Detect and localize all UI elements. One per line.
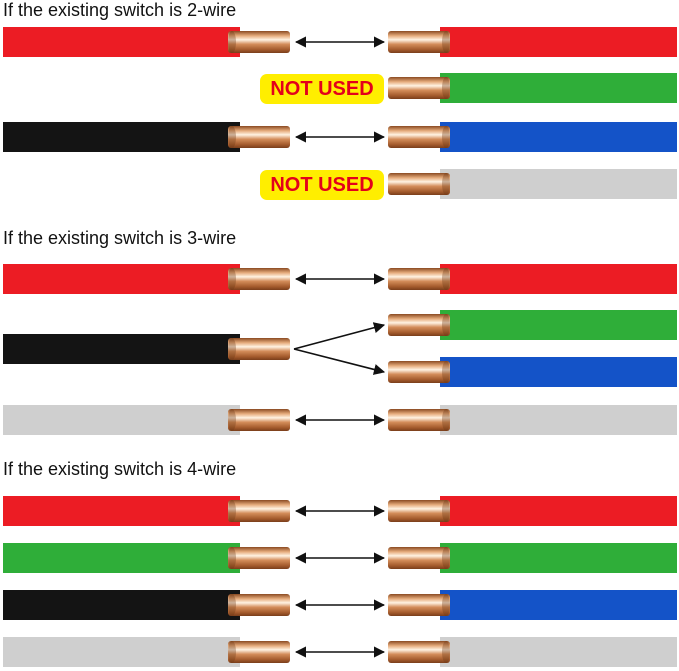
right-wire-4w-white-copper-edge xyxy=(442,641,450,663)
right-wire-3w-white-insulation xyxy=(440,405,677,435)
right-wire-3w-white-copper xyxy=(388,409,450,431)
left-wire-2w-black-copper-edge xyxy=(228,126,236,148)
right-wire-3w-red-copper xyxy=(388,268,450,290)
right-wire-4w-green-copper-edge xyxy=(442,547,450,569)
left-wire-4w-red-copper-edge xyxy=(228,500,236,522)
left-wire-4w-black-insulation xyxy=(3,590,240,620)
left-wire-2w-black-insulation xyxy=(3,122,240,152)
arrow-3w-black-blue xyxy=(293,348,386,375)
right-wire-3w-white-copper-edge xyxy=(442,409,450,431)
left-wire-4w-white-insulation xyxy=(3,637,240,667)
right-wire-4w-green-copper xyxy=(388,547,450,569)
right-wire-2w-green-copper xyxy=(388,77,450,99)
right-wire-3w-green-copper-edge xyxy=(442,314,450,336)
left-wire-3w-white-copper-edge xyxy=(228,409,236,431)
right-wire-4w-white-copper xyxy=(388,641,450,663)
right-wire-4w-red-insulation xyxy=(440,496,677,526)
right-wire-4w-blue-copper-edge xyxy=(442,594,450,616)
left-wire-4w-black-copper-edge xyxy=(228,594,236,616)
right-wire-2w-red-copper xyxy=(388,31,450,53)
left-wire-2w-red-copper xyxy=(228,31,290,53)
right-wire-2w-green-insulation xyxy=(440,73,677,103)
right-wire-3w-green-insulation xyxy=(440,310,677,340)
right-wire-4w-blue-copper xyxy=(388,594,450,616)
left-wire-4w-black-copper xyxy=(228,594,290,616)
left-wire-3w-black-copper xyxy=(228,338,290,360)
right-wire-2w-blue-insulation xyxy=(440,122,677,152)
not-used-label-green: NOT USED xyxy=(260,74,384,104)
left-wire-3w-white-insulation xyxy=(3,405,240,435)
right-wire-2w-white-copper-edge xyxy=(442,173,450,195)
right-wire-2w-white-insulation xyxy=(440,169,677,199)
left-wire-4w-white-copper xyxy=(228,641,290,663)
right-wire-4w-green-insulation xyxy=(440,543,677,573)
not-used-label-white: NOT USED xyxy=(260,170,384,200)
left-wire-4w-red-copper xyxy=(228,500,290,522)
right-wire-3w-blue-insulation xyxy=(440,357,677,387)
right-wire-3w-blue-copper-edge xyxy=(442,361,450,383)
right-wire-3w-red-insulation xyxy=(440,264,677,294)
right-wire-2w-red-insulation xyxy=(440,27,677,57)
right-wire-4w-red-copper xyxy=(388,500,450,522)
right-wire-4w-white-insulation xyxy=(440,637,677,667)
left-wire-2w-red-insulation xyxy=(3,27,240,57)
right-wire-4w-blue-insulation xyxy=(440,590,677,620)
section-title-4-wire: If the existing switch is 4-wire xyxy=(3,459,237,479)
left-wire-4w-white-copper-edge xyxy=(228,641,236,663)
right-wire-2w-green-copper-edge xyxy=(442,77,450,99)
left-wire-3w-black-insulation xyxy=(3,334,240,364)
right-wire-3w-blue-copper xyxy=(388,361,450,383)
right-wire-4w-red-copper-edge xyxy=(442,500,450,522)
right-wire-2w-white-copper xyxy=(388,173,450,195)
left-wire-2w-red-copper-edge xyxy=(228,31,236,53)
right-wire-3w-red-copper-edge xyxy=(442,268,450,290)
left-wire-4w-green-insulation xyxy=(3,543,240,573)
left-wire-3w-black-copper-edge xyxy=(228,338,236,360)
left-wire-3w-red-copper-edge xyxy=(228,268,236,290)
left-wire-3w-white-copper xyxy=(228,409,290,431)
left-wire-4w-red-insulation xyxy=(3,496,240,526)
right-wire-3w-green-copper xyxy=(388,314,450,336)
section-title-3-wire: If the existing switch is 3-wire xyxy=(3,228,237,248)
arrow-3w-black-green xyxy=(293,322,386,350)
section-title-2-wire: If the existing switch is 2-wire xyxy=(3,0,237,20)
left-wire-4w-green-copper xyxy=(228,547,290,569)
left-wire-4w-green-copper-edge xyxy=(228,547,236,569)
left-wire-2w-black-copper xyxy=(228,126,290,148)
left-wire-3w-red-insulation xyxy=(3,264,240,294)
right-wire-2w-blue-copper xyxy=(388,126,450,148)
right-wire-2w-red-copper-edge xyxy=(442,31,450,53)
right-wire-2w-blue-copper-edge xyxy=(442,126,450,148)
left-wire-3w-red-copper xyxy=(228,268,290,290)
